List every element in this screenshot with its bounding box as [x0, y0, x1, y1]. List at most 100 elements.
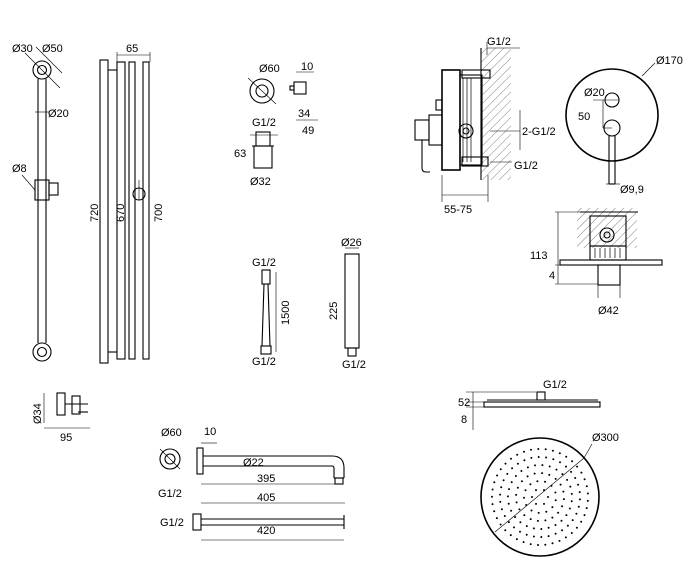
- dim-arm-thread-2: G1/2: [160, 517, 184, 529]
- nozzle-dot: [504, 529, 507, 532]
- nozzle-dot: [531, 496, 533, 498]
- dim-head-8: 8: [461, 414, 467, 426]
- nozzle-dot: [530, 448, 532, 451]
- nozzle-dot: [515, 538, 518, 541]
- nozzle-dot: [570, 500, 573, 503]
- rail-top-mount: [32, 60, 52, 80]
- dim-plate-d: Ø170: [656, 55, 683, 67]
- nozzle-dot: [551, 516, 554, 519]
- wall-bracket: Ø34 95: [32, 392, 90, 444]
- nozzle-dot: [565, 514, 568, 517]
- mixer-lever: [414, 119, 430, 141]
- nozzle-dot: [551, 449, 554, 452]
- nozzle-dot: [543, 489, 545, 492]
- nozzle-dot: [569, 485, 572, 488]
- nozzle-dot: [548, 473, 551, 476]
- nozzle-dot: [585, 507, 588, 510]
- nozzle-dot: [586, 499, 589, 502]
- nozzle-dot: [525, 504, 528, 506]
- rail-side-back: [99, 59, 109, 364]
- nozzle-dot: [558, 539, 561, 542]
- nozzle-dot: [509, 534, 512, 537]
- dim-elbow-63: 63: [234, 148, 246, 160]
- nozzle-dot: [586, 492, 589, 495]
- nozzle-dot: [520, 480, 523, 483]
- nozzle-dot: [554, 524, 557, 526]
- nozzle-dot: [537, 544, 539, 546]
- nozzle-dot: [555, 468, 558, 471]
- nozzle-dot: [532, 527, 535, 530]
- nozzle-dot: [507, 502, 510, 505]
- nozzle-dot: [576, 465, 579, 468]
- nozzle-dot: [566, 478, 569, 481]
- nozzle-dot: [537, 456, 540, 458]
- shower-head: G1/2 52 8 Ø300: [458, 379, 619, 557]
- nozzle-dot: [529, 483, 532, 486]
- nozzle-dot: [503, 515, 506, 517]
- nozzle-dot: [547, 496, 549, 498]
- shower-arm: Ø60 10 Ø22 G1/2 395 405 G1/2 420: [158, 426, 345, 541]
- nozzle-dot: [552, 458, 555, 461]
- dim-hand-d: Ø26: [341, 237, 362, 249]
- nozzle-dot: [570, 470, 573, 473]
- mixer-front-plate: Ø170 Ø20 50 Ø9,9: [565, 55, 683, 196]
- nozzle-dot: [554, 491, 557, 494]
- nozzle-dot: [536, 480, 539, 483]
- nozzle-dot: [575, 512, 578, 515]
- elbow-flange: [249, 78, 275, 104]
- nozzle-dot: [560, 519, 563, 522]
- nozzle-dot: [562, 490, 565, 493]
- nozzle-dot: [491, 503, 494, 506]
- dim-elbow-10: 10: [301, 61, 313, 73]
- dim-rail-d-top-small: Ø30: [12, 43, 33, 55]
- nozzle-dot: [544, 519, 547, 522]
- section-plate: [559, 259, 663, 266]
- nozzle-dot: [570, 532, 573, 534]
- nozzle-dot: [557, 511, 560, 514]
- dim-arm-w-flange: 10: [204, 426, 216, 438]
- nozzle-dot: [561, 473, 564, 476]
- nozzle-dot: [551, 542, 554, 545]
- dim-hose-length: 1500: [280, 301, 292, 325]
- slide-rail-front: Ø30 Ø50 Ø20 Ø8: [12, 43, 69, 362]
- nozzle-dot: [523, 459, 526, 462]
- nozzle-dot: [518, 508, 521, 511]
- nozzle-dot: [500, 486, 503, 489]
- nozzle-dot: [561, 529, 564, 532]
- nozzle-dot: [514, 516, 517, 519]
- nozzle-dot: [534, 464, 536, 467]
- nozzle-dot: [508, 488, 510, 491]
- nozzle-dot: [529, 518, 532, 521]
- nozzle-dot: [519, 521, 522, 524]
- nozzle-dot: [580, 520, 583, 523]
- nozzle-dot: [523, 450, 525, 453]
- dim-arm-d-flange: Ø60: [161, 427, 182, 439]
- nozzle-dot: [564, 536, 567, 539]
- mixer-cartridge: [458, 123, 474, 139]
- nozzle-dot: [522, 541, 525, 544]
- nozzle-dot: [523, 514, 526, 517]
- nozzle-dot: [550, 484, 553, 487]
- nozzle-dot: [544, 448, 547, 451]
- nozzle-dot: [554, 532, 557, 535]
- nozzle-dot: [540, 536, 543, 538]
- mixer-round-plate: [565, 68, 659, 162]
- nozzle-dot: [575, 526, 578, 529]
- nozzle-dot: [525, 533, 528, 536]
- nozzle-dot: [535, 502, 537, 505]
- dim-rail-670: 670: [115, 204, 127, 222]
- dim-plate-knob: Ø20: [584, 87, 605, 99]
- rail-slider: [34, 179, 50, 201]
- nozzle-dot: [491, 495, 493, 498]
- nozzle-dot: [554, 499, 557, 502]
- nozzle-dot: [526, 466, 529, 469]
- nozzle-dot: [526, 475, 529, 478]
- dim-elbow-49: 49: [302, 125, 314, 137]
- nozzle-dot: [577, 505, 580, 508]
- nozzle-dot: [559, 461, 561, 464]
- nozzle-dot: [566, 524, 569, 527]
- nozzle-dot: [558, 452, 561, 455]
- nozzle-dot: [520, 470, 523, 472]
- dim-section-4: 4: [549, 270, 555, 282]
- hose-top-nut: [261, 269, 271, 285]
